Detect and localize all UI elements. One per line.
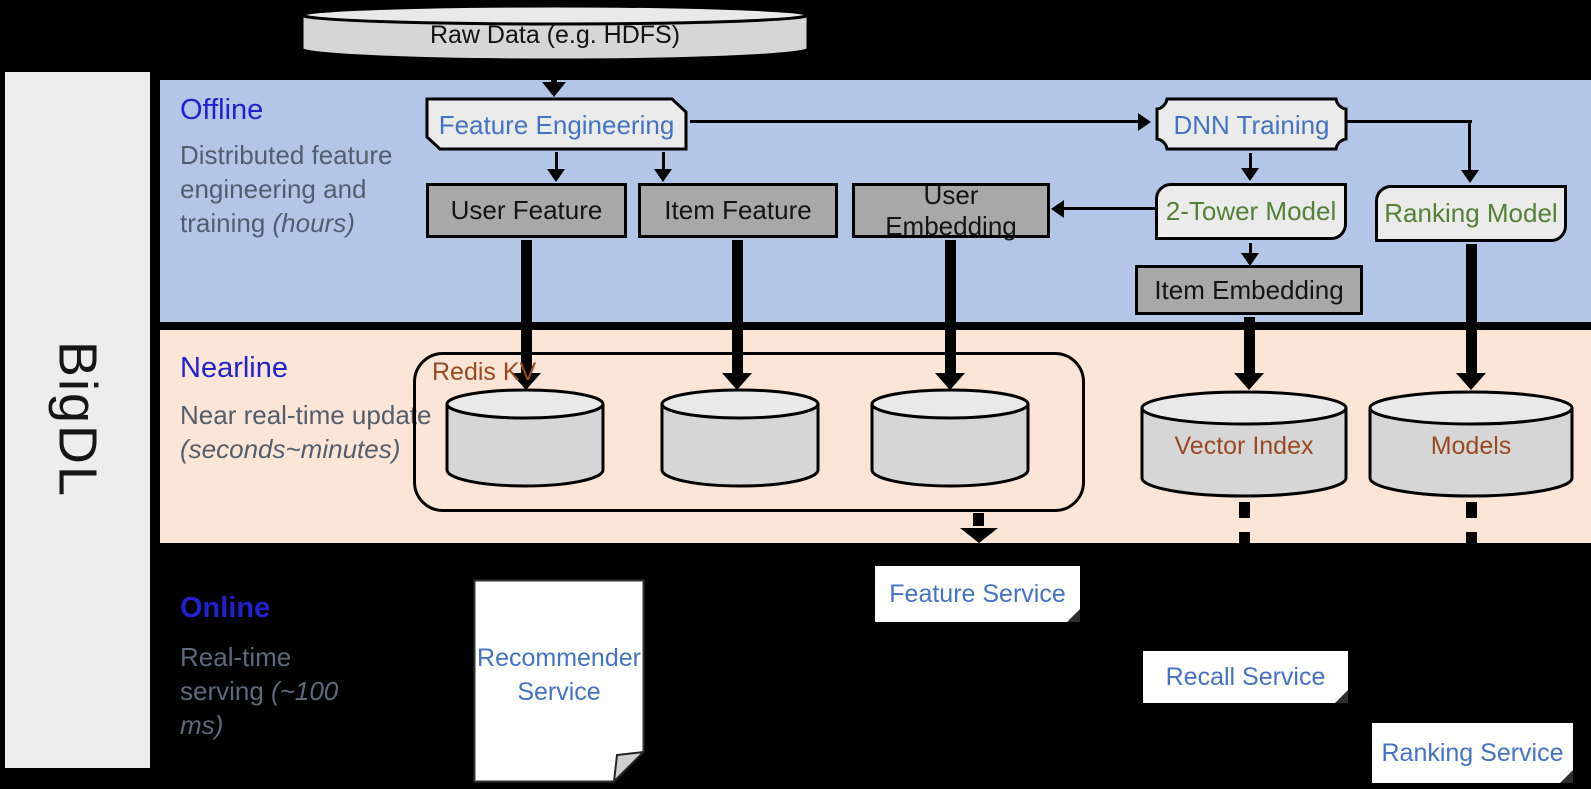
bigdl-sidebar: BigDL xyxy=(5,72,150,768)
arrowhead-down xyxy=(511,373,541,390)
arrow-line xyxy=(1468,120,1471,170)
arrowhead-down xyxy=(654,169,672,182)
two-tower-model-label: 2-Tower Model xyxy=(1165,196,1337,226)
ranking-service-label: Ranking Service xyxy=(1381,738,1564,767)
offline-description-italic: (hours) xyxy=(272,208,355,238)
vector-index-store: Vector Index xyxy=(1140,390,1348,498)
online-description: Real-time serving (~100 ms) xyxy=(180,640,350,742)
dashed-link-vector-index-to-recall-service xyxy=(1239,502,1250,614)
ranking-model-node: Ranking Model xyxy=(1375,185,1567,242)
arrow-line xyxy=(1244,317,1255,374)
arrow-line xyxy=(521,240,532,374)
arrowhead-down xyxy=(1241,168,1259,181)
arrowhead-down xyxy=(1241,253,1259,266)
ranking-service-card: Ranking Service xyxy=(1372,723,1573,783)
arrow-line xyxy=(1466,244,1477,374)
database-cylinder-icon xyxy=(1368,390,1574,498)
dashed-link-models-to-ranking-service xyxy=(1466,502,1477,614)
user-feature-label: User Feature xyxy=(450,195,603,225)
feature-service-label: Feature Service xyxy=(889,579,1066,608)
nearline-description: Near real-time update (seconds~minutes) xyxy=(180,398,432,466)
user-embedding-label: User Embedding xyxy=(885,179,1017,241)
database-cylinder-icon xyxy=(1140,390,1348,498)
database-cylinder-icon xyxy=(300,4,810,62)
online-title: Online xyxy=(180,592,271,624)
recommender-service-label: Recommender Service xyxy=(477,644,641,706)
offline-description: Distributed feature engineering and trai… xyxy=(180,138,420,240)
plaque-shape xyxy=(1155,97,1348,151)
redis-kv-group xyxy=(413,352,1085,512)
redis-shard-cylinder-3 xyxy=(870,388,1030,493)
item-feature-node: Item Feature xyxy=(638,183,838,238)
user-embedding-node: User Embedding xyxy=(852,180,1050,241)
item-feature-label: Item Feature xyxy=(664,195,812,225)
item-embedding-node: Item Embedding xyxy=(1135,265,1363,315)
arrowhead-left xyxy=(1051,200,1064,218)
ranking-model-label: Ranking Model xyxy=(1384,198,1558,228)
arrowhead-down xyxy=(1456,373,1486,390)
two-tower-model-node: 2-Tower Model xyxy=(1155,183,1347,240)
folded-corner-icon xyxy=(1067,609,1080,622)
nearline-title: Nearline xyxy=(180,352,288,384)
online-description-italic: (~100 ms) xyxy=(180,676,339,740)
arrow-line xyxy=(945,240,956,374)
raw-data-store: Raw Data (e.g. HDFS) xyxy=(300,4,810,62)
dnn-training-node: DNN Training xyxy=(1155,97,1348,151)
feature-service-card: Feature Service xyxy=(875,566,1080,622)
arrow-line xyxy=(1347,120,1472,123)
dnn-training-label: DNN Training xyxy=(1173,110,1330,140)
arrowhead-down xyxy=(722,373,752,390)
arrowhead-down xyxy=(960,528,998,543)
online-description-text: Real-time serving xyxy=(180,642,292,706)
arrow-line xyxy=(662,152,665,170)
document-fold-shape xyxy=(473,579,647,785)
models-label: Models xyxy=(1430,432,1512,460)
arrow-line xyxy=(732,240,743,374)
database-cylinder-icon xyxy=(870,388,1030,488)
bigdl-label: BigDL xyxy=(47,341,108,499)
arrowhead-down xyxy=(935,373,965,390)
feature-engineering-label: Feature Engineering xyxy=(438,110,675,140)
arrow-line xyxy=(551,60,557,83)
arrowhead-down xyxy=(547,169,565,182)
raw-data-label: Raw Data (e.g. HDFS) xyxy=(429,21,681,49)
offline-title: Offline xyxy=(180,94,264,126)
arrow-line xyxy=(1249,153,1252,169)
arrowhead-right xyxy=(1138,113,1151,131)
recall-service-card: Recall Service xyxy=(1143,651,1348,703)
arrow-line xyxy=(690,120,1138,123)
offline-description-text: Distributed feature engineering and trai… xyxy=(180,140,393,238)
models-store: Models xyxy=(1368,390,1574,498)
folded-corner-icon xyxy=(1560,770,1573,783)
database-cylinder-icon xyxy=(660,388,820,488)
vector-index-label: Vector Index xyxy=(1174,432,1314,460)
user-feature-node: User Feature xyxy=(426,183,627,238)
item-embedding-label: Item Embedding xyxy=(1154,274,1344,305)
redis-shard-cylinder-2 xyxy=(660,388,820,493)
arrow-line xyxy=(1064,207,1155,210)
arrow-dash xyxy=(973,513,984,526)
feature-engineering-node: Feature Engineering xyxy=(425,97,688,151)
arrowhead-down xyxy=(1234,373,1264,390)
arrowhead-down xyxy=(1461,170,1479,183)
arrowhead-down xyxy=(542,82,566,97)
nearline-description-italic: (seconds~minutes) xyxy=(180,434,401,464)
recommender-service-document: Recommender Service xyxy=(473,579,647,785)
redis-kv-label: Redis KV xyxy=(432,358,537,386)
folded-corner-icon xyxy=(1335,690,1348,703)
nearline-description-text: Near real-time update xyxy=(180,400,432,430)
snip-corner-shape xyxy=(425,97,688,151)
database-cylinder-icon xyxy=(445,388,605,488)
redis-shard-cylinder-1 xyxy=(445,388,605,493)
arrow-line xyxy=(555,152,558,170)
arrow-line xyxy=(1249,243,1252,254)
recall-service-label: Recall Service xyxy=(1165,662,1326,691)
